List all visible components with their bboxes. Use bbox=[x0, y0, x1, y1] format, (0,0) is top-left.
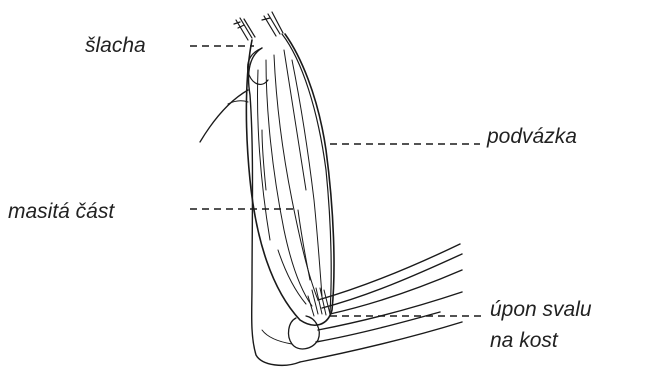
label-fascia: podvázka bbox=[487, 126, 577, 147]
humerus-bone bbox=[249, 48, 301, 365]
label-tendon: šlacha bbox=[85, 35, 146, 56]
label-muscle-belly: masitá část bbox=[8, 201, 114, 222]
muscle-fibres bbox=[258, 50, 323, 306]
tendon-strands bbox=[234, 12, 283, 40]
elbow-joint bbox=[289, 316, 320, 349]
forearm-bones bbox=[300, 244, 462, 362]
label-insertion-line2: na kost bbox=[490, 330, 558, 351]
nerve-strand bbox=[200, 90, 248, 142]
insertion-fibres bbox=[308, 288, 330, 316]
label-insertion-line1: úpon svalu bbox=[490, 299, 592, 320]
